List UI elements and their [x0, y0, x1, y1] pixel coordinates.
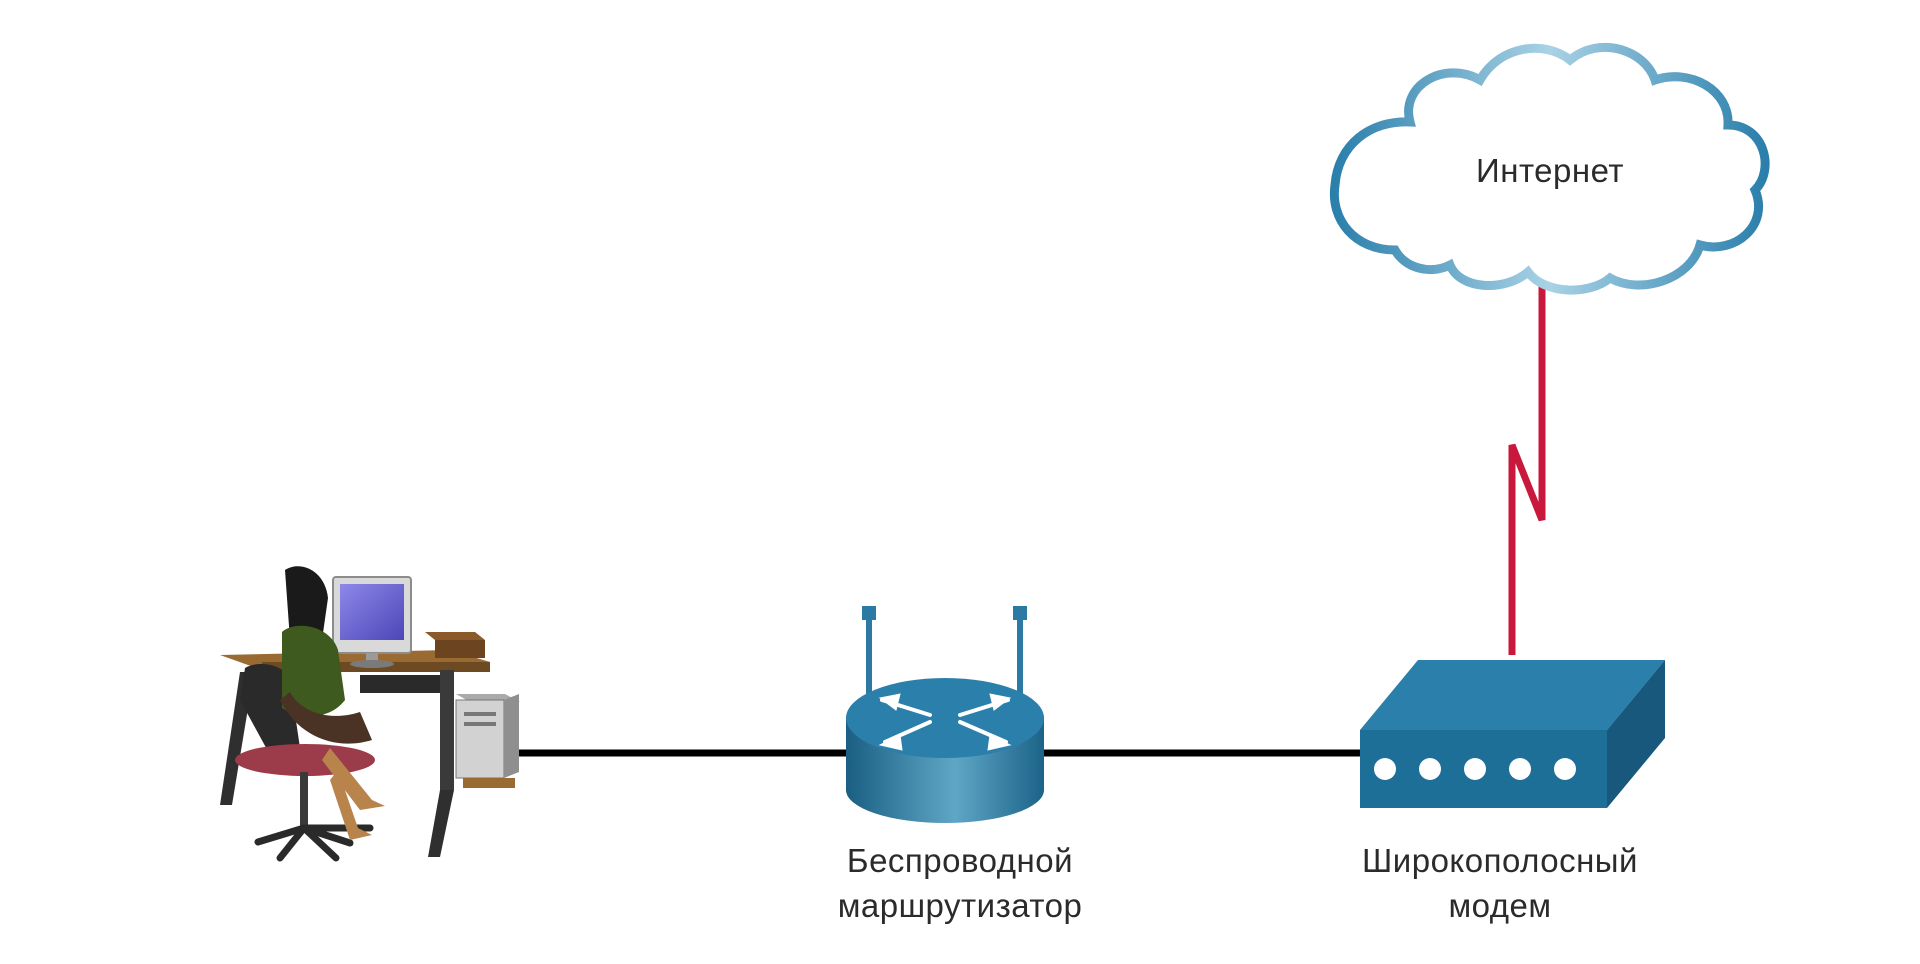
internet-cloud-icon	[1329, 42, 1770, 295]
broadband-modem-label: Широкополосный модем	[1340, 838, 1660, 928]
user-workstation-icon	[220, 566, 520, 862]
wireless-router-label-line1: Беспроводной	[846, 842, 1074, 879]
wireless-router-icon	[846, 606, 1044, 823]
broadband-modem-label-line2: модем	[1448, 887, 1552, 924]
internet-cloud-label: Интернет	[1476, 152, 1624, 189]
broadband-modem-icon	[1360, 660, 1665, 808]
wireless-router-label: Беспроводной маршрутизатор	[800, 838, 1120, 928]
broadband-modem-label-line1: Широкополосный	[1362, 842, 1638, 879]
wireless-router-label-line2: маршрутизатор	[837, 887, 1083, 924]
wan-link	[1508, 285, 1546, 655]
